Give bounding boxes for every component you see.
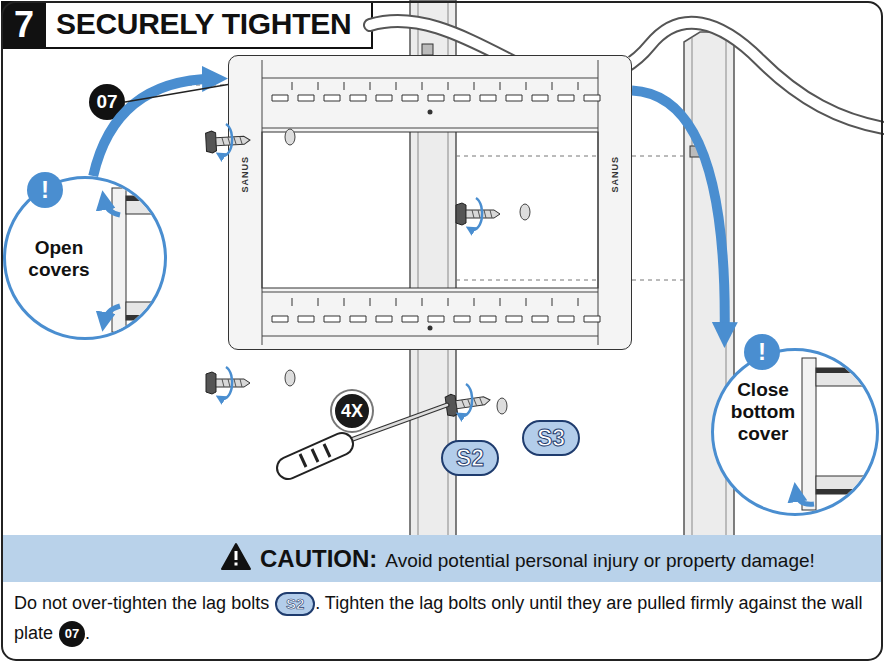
rail-ticks: [292, 298, 578, 306]
rail-slots: [272, 316, 600, 322]
node-text: S3: [537, 425, 565, 452]
lag-bolt: [445, 389, 492, 417]
node-text: 07: [65, 619, 79, 649]
washer: [520, 204, 530, 220]
attention-badge: !: [27, 172, 63, 208]
triangle: [222, 544, 250, 569]
step-number: 7: [2, 2, 46, 48]
caution-text: Avoid potential personal injury or prope…: [385, 550, 815, 572]
rotation-arrow: [220, 367, 232, 399]
screwdriver-handle: [288, 444, 342, 468]
plate-side: [802, 358, 816, 510]
washer: [285, 129, 295, 145]
lag-bolt: [206, 372, 250, 394]
detail-inset: Close bottom cover!: [711, 348, 879, 516]
node-text: 4X: [341, 401, 363, 422]
caution-band: CAUTION: Avoid potential personal injury …: [2, 535, 882, 582]
part-tag: S3: [522, 420, 580, 456]
stud-body: [684, 32, 734, 575]
lag-bolt: [205, 129, 250, 153]
plate-side: [112, 188, 126, 332]
note-text: Do not over-tighten the lag bolts: [14, 593, 269, 613]
plate-opening: [262, 132, 598, 288]
stud-clip: [422, 44, 433, 55]
stud-clip: [690, 146, 701, 157]
node-text: S2: [456, 445, 484, 472]
callout-number: 07: [59, 621, 85, 647]
rotation-arrow: [220, 124, 232, 156]
rail-cover: [816, 368, 884, 373]
rotation-arrow: [470, 198, 482, 230]
step-number-box: [2, 2, 46, 48]
inset-note: Close bottom cover: [726, 379, 800, 445]
rail-cover: [126, 196, 176, 201]
exclamation-bar: [235, 551, 238, 560]
rotation-arrow: [460, 384, 472, 416]
motion-arrow: [632, 90, 725, 334]
node-text: 07: [96, 91, 117, 113]
plate-rail: [126, 302, 176, 320]
part-tag: S2: [275, 592, 315, 616]
wall-plate: SANUS SANUS: [228, 55, 632, 350]
plate-rail: [816, 476, 884, 494]
motion-arrow: [93, 79, 214, 176]
rail-cover: [816, 489, 884, 494]
callout-number: 07: [89, 84, 125, 120]
node-text: S2: [286, 589, 304, 619]
inset-open-covers-drawing: [104, 188, 176, 332]
leader-line: [125, 85, 228, 103]
open-arrow: [104, 306, 120, 322]
handle-grip: [300, 444, 330, 467]
screwdriver: [288, 405, 447, 468]
screwdriver-handle: [288, 444, 342, 468]
detail-inset: Open covers!: [3, 176, 167, 340]
warning-triangle: [222, 544, 250, 569]
wall-plate-drawing: [228, 55, 632, 350]
header-box: [2, 2, 372, 48]
stud-flange: [692, 32, 726, 575]
open-arrow: [104, 200, 120, 215]
rail-cover: [126, 315, 176, 320]
plate-frame: [228, 55, 632, 350]
inset-note: Open covers: [16, 237, 102, 281]
node-text: !: [41, 176, 49, 204]
exclamation-dot: [235, 563, 238, 566]
step-title: SECURELY TIGHTEN: [56, 7, 351, 41]
node-text: !: [758, 338, 766, 366]
close-arrow: [796, 492, 814, 504]
plate-rail: [262, 60, 598, 345]
caution-text: CAUTION:: [260, 545, 377, 573]
lag-bolts: [205, 124, 530, 417]
brand-mark: SANUS: [240, 156, 250, 193]
note-text: .: [85, 623, 90, 643]
washer: [497, 398, 507, 414]
washer: [285, 370, 295, 386]
screwdriver-shaft: [345, 405, 447, 442]
plate-rail: [816, 368, 884, 386]
lag-bolt: [456, 203, 500, 225]
center-mark: [428, 110, 433, 115]
part-tag: S2: [441, 440, 499, 476]
quantity-badge: 4X: [332, 391, 372, 431]
inset-close-cover-drawing: [796, 358, 884, 510]
brand-mark: SANUS: [610, 156, 620, 193]
attention-badge: !: [744, 334, 780, 370]
caution-note: Do not over-tighten the lag boltsS2. Tig…: [14, 588, 874, 648]
rail-slots: [272, 95, 600, 101]
center-mark: [428, 326, 433, 331]
plate-rail: [126, 196, 176, 214]
screwdriver-shaft: [345, 405, 447, 442]
rail-ticks: [292, 82, 578, 90]
wall-stud: [684, 32, 734, 575]
